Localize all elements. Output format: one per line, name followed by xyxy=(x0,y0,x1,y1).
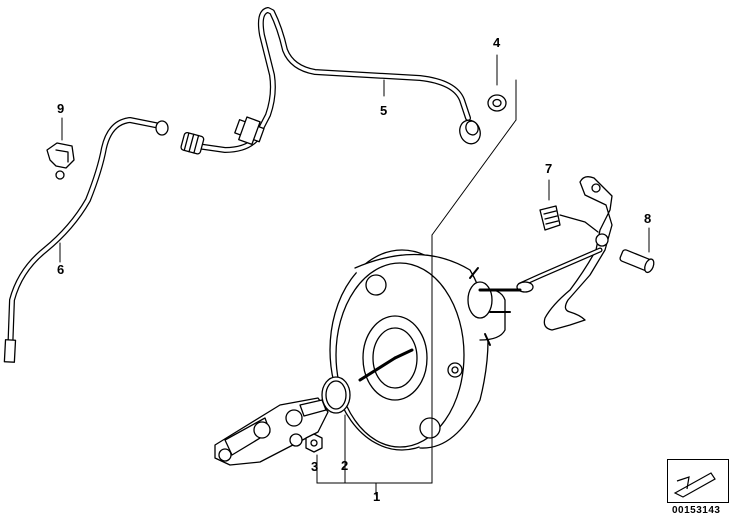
vacuum-line-part-5 xyxy=(180,7,481,155)
pedal-lever xyxy=(516,176,613,331)
callout-5: 5 xyxy=(380,103,388,118)
callout-3: 3 xyxy=(311,459,319,474)
o-ring-part-2 xyxy=(321,376,351,414)
master-cylinder xyxy=(214,397,329,466)
callout-4: 4 xyxy=(493,35,501,50)
callout-9: 9 xyxy=(57,101,65,116)
arrow-icon xyxy=(673,472,716,498)
spring-clip-part-7 xyxy=(539,179,561,231)
callout-8: 8 xyxy=(644,211,652,226)
document-number: 00153143 xyxy=(672,505,721,516)
pin-part-8 xyxy=(619,227,655,274)
callout-6: 6 xyxy=(57,262,65,277)
leader-lines xyxy=(316,79,517,496)
brake-booster-part-1 xyxy=(329,249,522,451)
callout-1: 1 xyxy=(373,489,381,504)
callout-7: 7 xyxy=(545,161,553,176)
callout-2: 2 xyxy=(341,458,349,473)
vacuum-hose-part-6 xyxy=(3,117,169,363)
grommet-part-4 xyxy=(487,54,507,112)
nut-part-3 xyxy=(305,433,323,453)
clip-part-9 xyxy=(46,117,75,180)
